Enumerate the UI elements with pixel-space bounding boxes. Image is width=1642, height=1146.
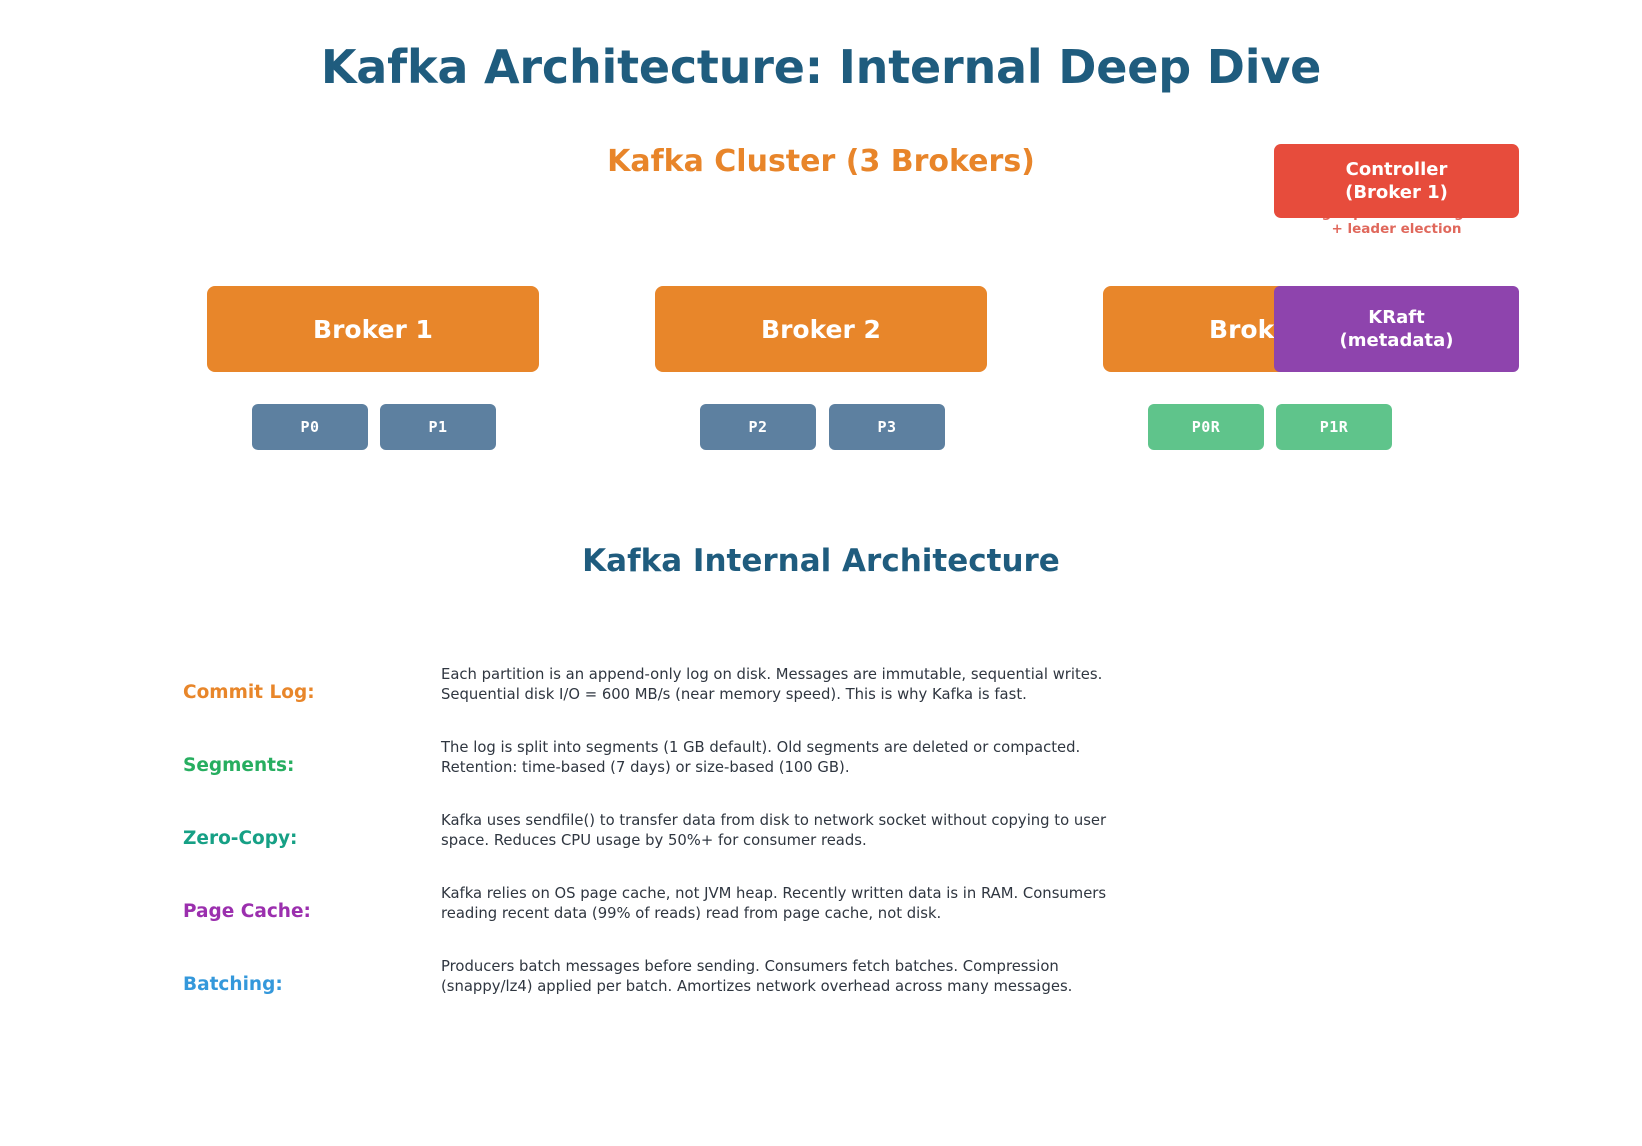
broker-box-2[interactable]: Broker 2	[655, 286, 987, 372]
internals-row-label: Commit Log:	[183, 682, 315, 703]
controller-line-2: (Broker 1)	[1345, 182, 1448, 203]
internals-row-text: Kafka uses sendfile() to transfer data f…	[441, 812, 1107, 850]
partition-chip-p0[interactable]: P0	[252, 404, 368, 450]
partition-chip-p2[interactable]: P2	[700, 404, 816, 450]
kraft-box[interactable]: KRaft (metadata)	[1274, 286, 1519, 372]
internals-row-label: Batching:	[183, 974, 283, 995]
internals-row: Batching: Producers batch messages befor…	[183, 952, 1383, 1025]
internals-row-text: The log is split into segments (1 GB def…	[441, 739, 1081, 777]
kraft-line-2: (metadata)	[1339, 330, 1454, 351]
controller-line-1: Controller	[1345, 158, 1448, 180]
partition-chip-p1[interactable]: P1	[380, 404, 496, 450]
internals-title: Kafka Internal Architecture	[582, 543, 1060, 579]
page-title: Kafka Architecture: Internal Deep Dive	[320, 40, 1322, 94]
internals-row-label: Page Cache:	[183, 901, 311, 922]
internals-row: Commit Log: Each partition is an append-…	[183, 660, 1383, 733]
broker-box-1[interactable]: Broker 1	[207, 286, 539, 372]
replica-chip-p0r[interactable]: P0R	[1148, 404, 1264, 450]
internals-row: Page Cache: Kafka relies on OS page cach…	[183, 879, 1383, 952]
internals-row-text: Each partition is an append-only log on …	[441, 666, 1103, 704]
internals-row-label: Segments:	[183, 755, 295, 776]
internals-row-text: Producers batch messages before sending.…	[441, 958, 1073, 996]
internals-row: Segments: The log is split into segments…	[183, 733, 1383, 806]
cluster-title: Kafka Cluster (3 Brokers)	[607, 144, 1035, 179]
partition-chip-p3[interactable]: P3	[829, 404, 945, 450]
broker-label-2: Broker 2	[761, 314, 881, 344]
broker-label-1: Broker 1	[313, 314, 433, 344]
internals-list: Commit Log: Each partition is an append-…	[183, 660, 1383, 1025]
internals-row-text: Kafka relies on OS page cache, not JVM h…	[441, 885, 1107, 923]
kraft-line-1: KRaft	[1368, 306, 1425, 328]
controller-box[interactable]: Controller (Broker 1)	[1274, 144, 1519, 218]
internals-row-label: Zero-Copy:	[183, 828, 298, 849]
internals-row: Zero-Copy: Kafka uses sendfile() to tran…	[183, 806, 1383, 879]
replica-chip-p1r[interactable]: P1R	[1276, 404, 1392, 450]
